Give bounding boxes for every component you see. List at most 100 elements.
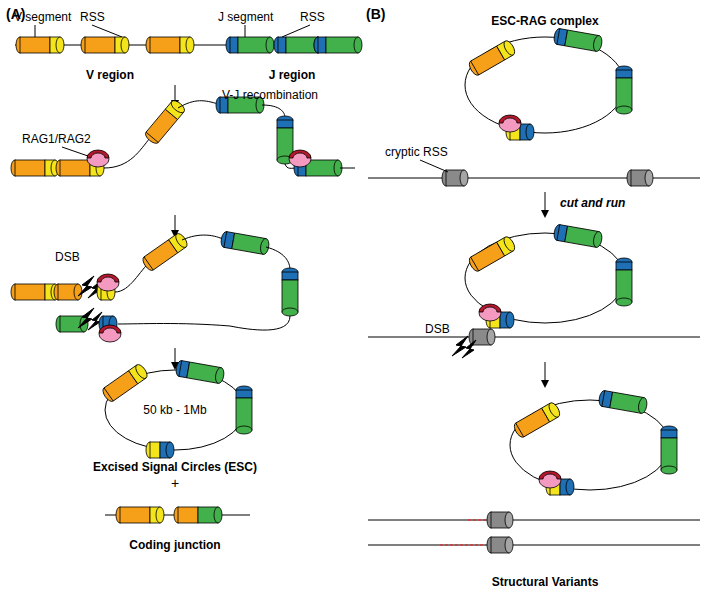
art-ellipse — [510, 400, 670, 490]
size-label: 50 kb - 1Mb — [143, 403, 206, 417]
art-use — [78, 308, 102, 330]
result-label: ESC-RAG complex — [491, 14, 598, 28]
art-path — [92, 25, 122, 37]
art-use — [487, 537, 513, 553]
art-path — [105, 515, 250, 516]
art-path — [545, 362, 546, 386]
art-use — [226, 37, 274, 53]
art-path — [15, 292, 56, 293]
art-use — [506, 124, 534, 140]
art-use — [479, 304, 501, 321]
art-use — [616, 66, 632, 114]
art-path — [368, 545, 700, 546]
art-path — [368, 178, 700, 179]
part-label: RAG1/RAG2 — [22, 132, 91, 146]
panel-letter: (B) — [366, 6, 385, 23]
art-use — [512, 401, 562, 439]
art-path — [266, 247, 290, 270]
region-label: J region — [269, 68, 316, 82]
part-label: DSB — [425, 322, 450, 336]
art-use — [314, 37, 362, 53]
art-path — [175, 85, 176, 106]
art-path — [285, 164, 296, 168]
plus-sign: + — [171, 475, 179, 492]
art-use — [175, 360, 225, 384]
art-use — [627, 170, 653, 186]
result-label: Excised Signal Circles (ESC) — [93, 460, 257, 474]
art-path — [115, 262, 150, 292]
art-use — [174, 507, 222, 523]
art-use — [143, 98, 186, 145]
art-use — [141, 232, 189, 273]
panel-a-art — [11, 25, 362, 523]
art-use — [99, 316, 117, 332]
part-label: DSB — [55, 250, 80, 264]
signal-circle: 50 kb - 1Mb — [105, 370, 245, 450]
art-use — [99, 325, 121, 342]
art-path — [245, 25, 246, 37]
art-use — [97, 284, 115, 300]
art-use — [11, 284, 59, 300]
art-use — [11, 160, 59, 176]
art-use — [553, 28, 603, 52]
art-path — [368, 520, 700, 521]
art-use — [236, 386, 252, 434]
art-use — [467, 39, 517, 77]
art-use — [661, 426, 677, 474]
art-path — [35, 25, 36, 37]
art-use — [81, 37, 129, 53]
art-use — [16, 37, 64, 53]
art-use — [220, 231, 270, 255]
art-use — [467, 235, 517, 273]
circle-line — [105, 370, 245, 450]
art-use — [294, 160, 342, 176]
part-label: RSS — [300, 10, 325, 24]
art-use — [469, 329, 495, 345]
art-use — [146, 442, 174, 458]
part-label: J segment — [218, 10, 273, 24]
part-label: cryptic RSS — [385, 145, 448, 159]
art-path — [282, 25, 310, 37]
step-label: V-J recombination — [222, 88, 318, 102]
art-use — [97, 274, 119, 291]
art-use — [87, 150, 109, 167]
art-use — [539, 471, 561, 488]
art-use — [616, 258, 632, 306]
art-use — [277, 116, 293, 164]
art-ellipse — [465, 233, 625, 323]
art-use — [54, 284, 82, 300]
art-path — [545, 192, 546, 216]
art-path — [175, 348, 176, 368]
step-label: cut and run — [560, 196, 625, 210]
art-path — [440, 544, 486, 546]
art-ellipse — [465, 37, 625, 133]
art-use — [553, 224, 603, 248]
art-use — [289, 150, 311, 167]
art-path — [104, 138, 150, 168]
art-use — [101, 363, 149, 404]
art-path — [368, 337, 700, 338]
result-label: Structural Variants — [492, 575, 599, 589]
panel-b-art — [368, 28, 700, 553]
art-use — [78, 276, 102, 298]
art-path — [468, 519, 486, 521]
art-path — [175, 215, 176, 236]
art-path — [420, 160, 448, 172]
art-use — [499, 115, 521, 132]
part-label: RSS — [80, 10, 105, 24]
art-use — [146, 37, 194, 53]
art-use — [598, 390, 648, 414]
art-use — [546, 479, 574, 495]
art-path — [62, 147, 88, 156]
art-path — [182, 235, 225, 240]
art-path — [118, 316, 290, 330]
art-path — [15, 168, 100, 169]
art-path — [262, 105, 285, 118]
result-label: Coding junction — [129, 538, 220, 552]
art-use — [274, 37, 322, 53]
art-path — [15, 45, 355, 46]
art-use — [56, 316, 88, 332]
